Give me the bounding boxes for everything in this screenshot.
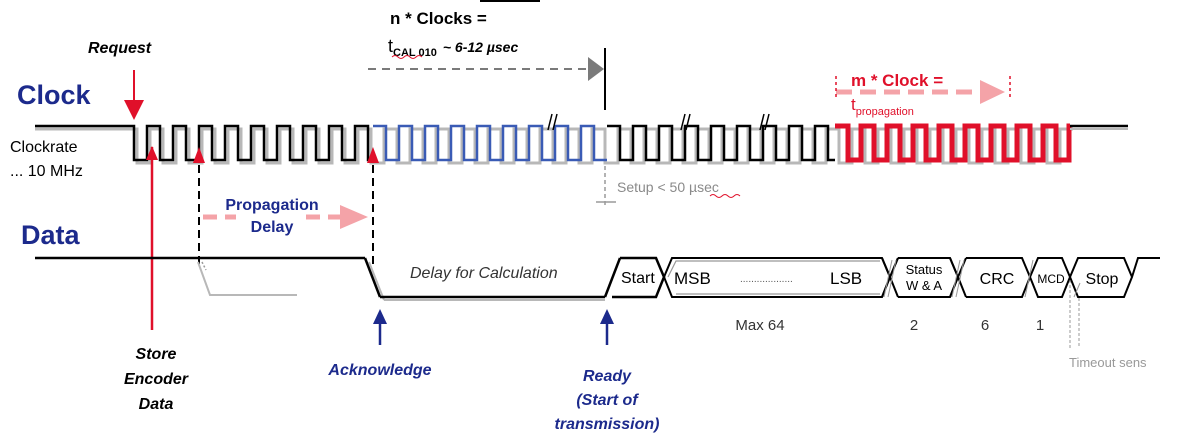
ready-label-3: transmission)	[555, 416, 660, 433]
clock-trace-propagation	[835, 123, 1072, 163]
n-clocks-label: n * Clocks =	[390, 9, 487, 28]
t-prop-label: tpropagation	[851, 95, 914, 118]
ready-label-1: Ready	[583, 368, 632, 385]
propagation-start-arrow	[193, 147, 205, 163]
clock-trace-idle-request	[35, 124, 373, 162]
ready-arrow-head	[600, 309, 614, 324]
width-status-label: 2	[910, 317, 918, 334]
frame-bus	[662, 257, 1160, 298]
t-prop-t: t	[851, 95, 856, 114]
width-max-label: Max 64	[735, 317, 784, 334]
t-cal-t: t	[388, 36, 393, 56]
frame-status-label-2: W & A	[906, 278, 942, 293]
clockrate-value: ... 10 MHz	[10, 163, 83, 180]
frame-dots: ...................	[740, 274, 793, 285]
store-arrow-head	[146, 146, 158, 160]
acknowledge-arrow-head	[373, 309, 387, 324]
t-cal-range: ~ 6-12 µsec	[443, 39, 519, 55]
timeout-lines	[1069, 280, 1080, 348]
n-clocks-arrow-head	[588, 57, 604, 81]
frame-start-label: Start	[621, 270, 655, 287]
propagation-arrow-head	[340, 205, 368, 229]
width-mcd-label: 1	[1036, 317, 1044, 334]
m-clock-label: m * Clock =	[851, 71, 943, 90]
clock-label: Clock	[17, 80, 92, 110]
request-label: Request	[88, 40, 152, 57]
m-clock-arrow-head	[980, 80, 1005, 104]
t-cal-label: tCAL 010 ~ 6-12 µsec	[388, 36, 518, 59]
t-cal-sub: CAL 010	[393, 47, 437, 59]
clock-break-marks	[547, 113, 770, 131]
frame-msb-label: MSB	[674, 269, 711, 288]
setup-spellcheck-squiggle	[709, 194, 741, 198]
frame-lsb-label: LSB	[830, 269, 862, 288]
clock-trace-calculation	[373, 124, 607, 162]
frame-mcd-label: MCD	[1037, 272, 1065, 286]
timeout-label: Timeout sens	[1069, 355, 1147, 370]
propagation-label-2: Delay	[251, 219, 294, 236]
data-label: Data	[21, 220, 81, 250]
data-ready-rise	[603, 257, 622, 298]
width-crc-label: 6	[981, 317, 989, 334]
propagation-label-1: Propagation	[225, 197, 318, 214]
frame-status-label-1: Status	[906, 262, 943, 277]
t-prop-sub: propagation	[856, 106, 914, 118]
frame-hatch-marks	[883, 259, 1081, 298]
frame-stop-label: Stop	[1086, 271, 1119, 288]
tcal-spellcheck-squiggle	[391, 55, 423, 59]
data-propagated-dots	[201, 261, 207, 271]
store-label-2: Encoder	[124, 371, 189, 388]
ready-label-2: (Start of	[576, 392, 639, 409]
frame-crc-label: CRC	[980, 271, 1015, 288]
data-propagated-shadow	[197, 261, 297, 296]
clockrate-label: Clockrate	[10, 139, 78, 156]
store-label-3: Data	[139, 396, 174, 413]
delay-calc-label: Delay for Calculation	[410, 265, 558, 282]
clock-trace-transmission	[607, 124, 835, 162]
setup-label: Setup < 50 µsec	[617, 179, 719, 195]
acknowledge-clock-arrow	[367, 147, 379, 163]
data-ack-fall	[363, 257, 382, 298]
data-ack-fall-shadow	[368, 261, 385, 301]
acknowledge-label: Acknowledge	[327, 362, 431, 379]
store-label-1: Store	[136, 346, 177, 363]
